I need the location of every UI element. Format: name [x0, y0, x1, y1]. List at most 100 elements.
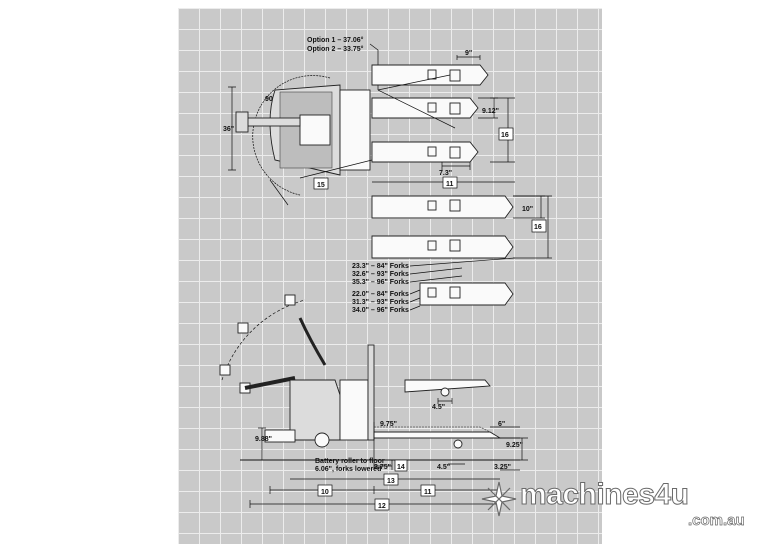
- fork-wheel: [449, 199, 461, 212]
- brand-tld: .com.au: [688, 512, 745, 530]
- box-14-label: 14: [397, 464, 405, 471]
- fork-length-1: 23.3" – 84" Forks: [352, 263, 409, 270]
- fork-side-raised: [374, 426, 491, 433]
- angle-rays: [377, 74, 456, 129]
- drive-wheel: [314, 432, 330, 448]
- tiller-raised: [298, 317, 327, 366]
- fork-wheel: [449, 239, 461, 252]
- raise-label: 6": [498, 421, 505, 428]
- angle-label-option-2: Option 2 – 33.75°: [307, 45, 364, 53]
- fork-length-6: 34.0" – 96" Forks: [352, 307, 409, 314]
- fork-wheel: [427, 69, 437, 80]
- step-label: 9.75": [380, 421, 397, 428]
- short-fork: [419, 282, 514, 306]
- box-13-label: 13: [387, 478, 395, 485]
- wheel-gap-label: 4.5": [437, 464, 450, 471]
- fork-left: [371, 97, 479, 119]
- tip-dim: [500, 459, 520, 471]
- fork-drop-label: 3.75": [374, 464, 391, 471]
- fork-gap-label: 9.12": [482, 108, 499, 115]
- fork-length-label: 11: [446, 181, 454, 188]
- box-10: [317, 484, 333, 497]
- turning-arc: [252, 75, 331, 196]
- wide-fork-left: [371, 195, 514, 219]
- fork-spread-dim: [456, 55, 481, 60]
- height-left-dim: [258, 427, 266, 460]
- fork-wheel: [427, 240, 437, 251]
- radius-box: [313, 177, 329, 190]
- box-11-label: 11: [424, 489, 432, 496]
- width-label: 36": [223, 126, 234, 133]
- fork-group-wide: 10" 16: [371, 195, 552, 259]
- angle-label-option-1: Option 1 – 37.06°: [307, 36, 364, 44]
- fork-length-4: 22.0" – 84" Forks: [352, 291, 409, 298]
- detail-gap-label: 4.5": [432, 404, 445, 411]
- battery-box: [339, 379, 369, 441]
- fork-wheel: [449, 102, 461, 115]
- fork-outer-label: 16: [501, 132, 509, 139]
- wide-fork-right: [371, 235, 514, 259]
- brand-star-icon: [481, 481, 517, 517]
- battery-note-line-1: Battery roller to floor: [315, 458, 385, 465]
- fork-wheel: [427, 287, 437, 298]
- handle-pos-1: [284, 294, 296, 306]
- drive-unit: [289, 379, 341, 441]
- fork-length-5: 31.3" – 93" Forks: [352, 299, 409, 306]
- fork-wheel: [427, 146, 437, 157]
- backrest: [367, 344, 375, 441]
- operator-platform: [264, 429, 296, 443]
- fork-length-lists: 23.3" – 84" Forks 32.6" – 93" Forks 35.3…: [352, 257, 516, 314]
- drawing-sheet: [178, 8, 602, 544]
- box-12-label: 12: [378, 503, 386, 510]
- fork-spread-label: 9": [465, 50, 472, 57]
- fork-length-2: 32.6" – 93" Forks: [352, 271, 409, 278]
- turn-angle-label: 90: [265, 96, 273, 103]
- box-14: [394, 459, 408, 472]
- load-wheel: [453, 439, 463, 449]
- width-dimension-line: [228, 86, 236, 171]
- fork-wheel: [427, 102, 437, 113]
- box-11: [420, 484, 436, 497]
- turn-leader: [269, 179, 289, 206]
- brand-watermark: machines4u .com.au: [480, 478, 780, 548]
- height-left-label: 9.88": [255, 436, 272, 443]
- fork-wheel: [449, 286, 461, 299]
- fork-carriage: [339, 89, 371, 171]
- radius-line: [299, 159, 373, 179]
- box-13: [383, 473, 399, 486]
- radius-label: 15: [317, 182, 325, 189]
- fork-wheel: [449, 146, 461, 159]
- wide-outer-dim: [513, 195, 552, 259]
- tiller-arm: [244, 117, 301, 127]
- detail-gap-dim: [437, 398, 453, 404]
- operator-console: [299, 114, 331, 146]
- battery-note-line-2: 6.06", forks lowered: [315, 466, 381, 473]
- detail-wheel: [440, 387, 450, 397]
- fork-length-box: [442, 176, 458, 189]
- fork-drop-dim: [373, 460, 393, 470]
- brand-name: machines4u: [519, 478, 689, 512]
- fork-inner-label: 7.3": [439, 170, 452, 177]
- fork-inner-dim: [441, 162, 471, 170]
- fork-right: [371, 141, 479, 163]
- tip-label: 3.25": [494, 464, 511, 471]
- handle-pos-3: [219, 364, 231, 376]
- tiller-handle: [235, 111, 249, 133]
- top-view: Option 1 – 37.06° Option 2 – 33.75° 90 3…: [223, 36, 515, 206]
- box-12: [374, 498, 390, 511]
- raised-height-label: 9.25": [506, 442, 523, 449]
- fork-outer-box: [498, 127, 514, 141]
- tiller-lowered: [244, 376, 296, 390]
- wide-outer-label: 16: [534, 224, 542, 231]
- fork-detail: [404, 379, 491, 393]
- box-10-label: 10: [321, 489, 329, 496]
- wide-outer-box: [531, 219, 547, 233]
- fork-wheel: [449, 69, 461, 82]
- fork-side-lowered: [373, 431, 502, 439]
- tiller-arc: [221, 299, 306, 381]
- dim-10-11-line: [269, 486, 501, 494]
- fork-length-3: 35.3" – 96" Forks: [352, 279, 409, 286]
- fork-length-leaders: [409, 257, 516, 311]
- wide-width-label: 10": [522, 206, 533, 213]
